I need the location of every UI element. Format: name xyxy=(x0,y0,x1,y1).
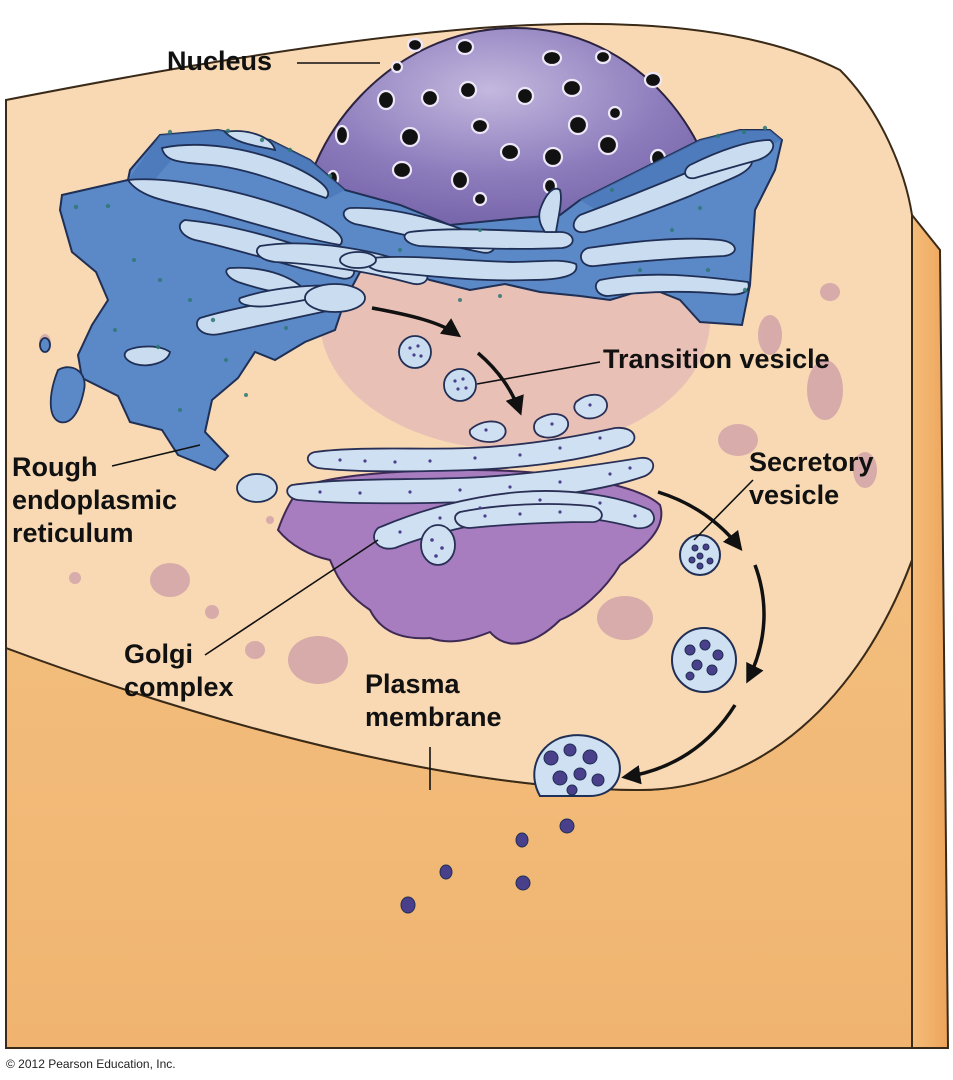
leader-golgi xyxy=(204,539,379,656)
leader-lines xyxy=(111,62,754,790)
nuclear-pores xyxy=(326,37,667,207)
arrow-vesicle-to-vesicle xyxy=(746,564,766,684)
arrow-er-to-transition xyxy=(371,306,462,338)
leader-rough-er xyxy=(111,444,201,467)
golgi-complex xyxy=(276,393,663,645)
pathway-arrows xyxy=(371,306,766,785)
copyright-notice: © 2012 Pearson Education, Inc. xyxy=(6,1057,176,1071)
transition-vesicles xyxy=(236,335,477,503)
rough-er xyxy=(58,125,784,472)
cytoplasm-inclusions xyxy=(39,283,877,684)
label-rough-er-line2: endoplasmic xyxy=(12,485,178,515)
label-golgi-line2: complex xyxy=(124,672,234,702)
label-plasma-membrane: Plasma membrane xyxy=(365,668,502,734)
secreted-proteins xyxy=(400,818,575,914)
er-fragments xyxy=(39,337,86,424)
label-secretory-vesicle-line1: Secretory xyxy=(749,447,874,477)
arrow-golgi-to-vesicle xyxy=(657,490,743,552)
label-golgi-complex: Golgi complex xyxy=(124,638,234,704)
label-secretory-vesicle-line2: vesicle xyxy=(749,480,840,510)
label-transition-vesicle: Transition vesicle xyxy=(603,344,830,374)
label-golgi-line1: Golgi xyxy=(124,639,193,669)
label-rough-er: Rough endoplasmic reticulum xyxy=(12,451,177,550)
secretory-vesicles xyxy=(533,534,737,797)
label-nucleus: Nucleus xyxy=(167,46,273,76)
label-secretory-vesicle: Secretory vesicle xyxy=(749,446,874,512)
label-plasma-line1: Plasma xyxy=(365,669,460,699)
label-plasma-line2: membrane xyxy=(365,702,502,732)
label-rough-er-line3: reticulum xyxy=(12,518,134,548)
label-rough-er-line1: Rough xyxy=(12,452,98,482)
leader-secretory-vesicle xyxy=(693,479,754,541)
cell-right-side xyxy=(911,212,950,1049)
arrow-transition-to-golgi xyxy=(476,351,524,416)
arrow-vesicle-to-membrane xyxy=(621,704,737,785)
leader-transition-vesicle xyxy=(476,361,601,385)
